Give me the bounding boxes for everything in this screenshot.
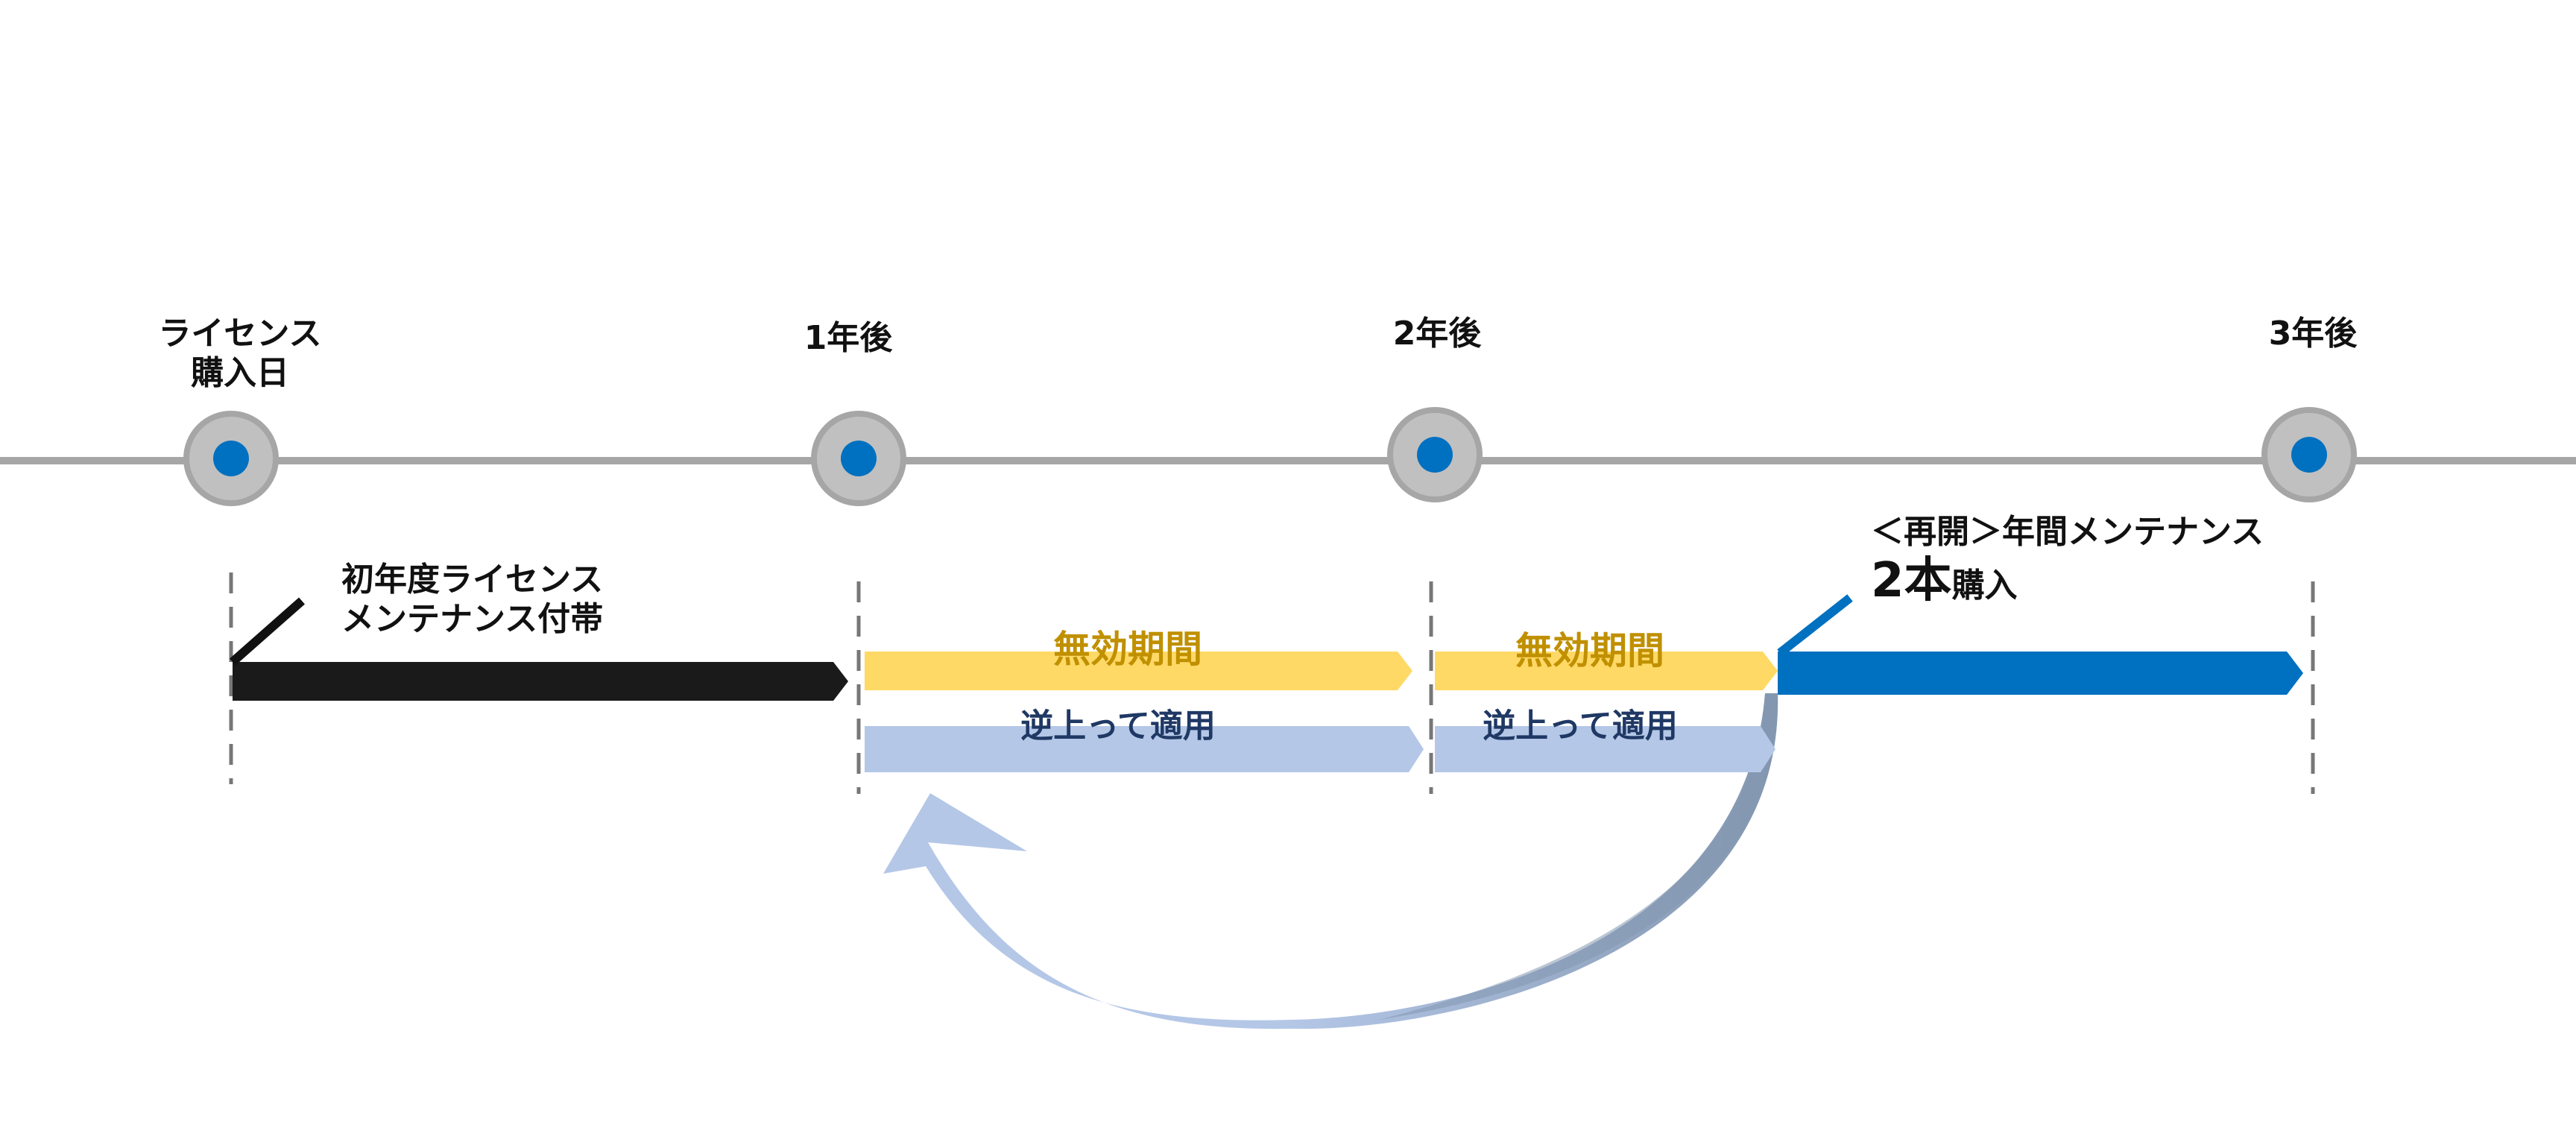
initial-license-note-line2: メンテナンス付帯	[341, 599, 604, 638]
milestone-label-year1: 1年後	[804, 319, 893, 357]
curve-tail-shade	[1379, 693, 1778, 1020]
renewal-count-suffix: 購入	[1951, 566, 2018, 605]
milestone-label-year2: 2年後	[1392, 315, 1482, 353]
milestone-label-purchase-line2: 購入日	[191, 353, 289, 392]
invalid-period-bar-1	[865, 652, 1412, 690]
initial-license-pointer	[230, 597, 305, 666]
initial-license-bar	[233, 662, 848, 701]
milestone-marker-year1	[811, 411, 906, 506]
renewal-note: ＜再開＞年間メンテナンス 2本購入	[1871, 513, 2264, 610]
applied-bar-1	[865, 726, 1424, 772]
renewal-maintenance-bar	[1778, 652, 2303, 695]
invalid-period-label-1: 無効期間	[1053, 628, 1202, 671]
invalid-period-label-2: 無効期間	[1515, 629, 1664, 672]
renewal-note-line1: ＜再開＞年間メンテナンス	[1871, 513, 2264, 551]
milestone-marker-year2	[1387, 407, 1483, 502]
milestone-label-purchase-line1: ライセンス	[158, 315, 322, 353]
renewal-count: 2本	[1871, 552, 1952, 608]
applied-label-1: 逆上って適用	[1020, 707, 1216, 745]
milestone-marker-year3	[2261, 407, 2357, 502]
initial-license-note-line1: 初年度ライセンス	[341, 561, 604, 599]
milestone-label-year3: 3年後	[2268, 315, 2358, 353]
applied-bar-2	[1435, 726, 1775, 772]
initial-license-note: 初年度ライセンス メンテナンス付帯	[341, 561, 603, 640]
renewal-pointer	[1777, 594, 1853, 657]
milestone-label-purchase: ライセンス 購入日	[158, 315, 321, 394]
renewal-note-line2: 2本購入	[1871, 552, 2264, 610]
applied-label-2: 逆上って適用	[1483, 707, 1678, 745]
invalid-period-bar-2	[1435, 652, 1778, 690]
milestone-marker-purchase	[183, 411, 279, 506]
